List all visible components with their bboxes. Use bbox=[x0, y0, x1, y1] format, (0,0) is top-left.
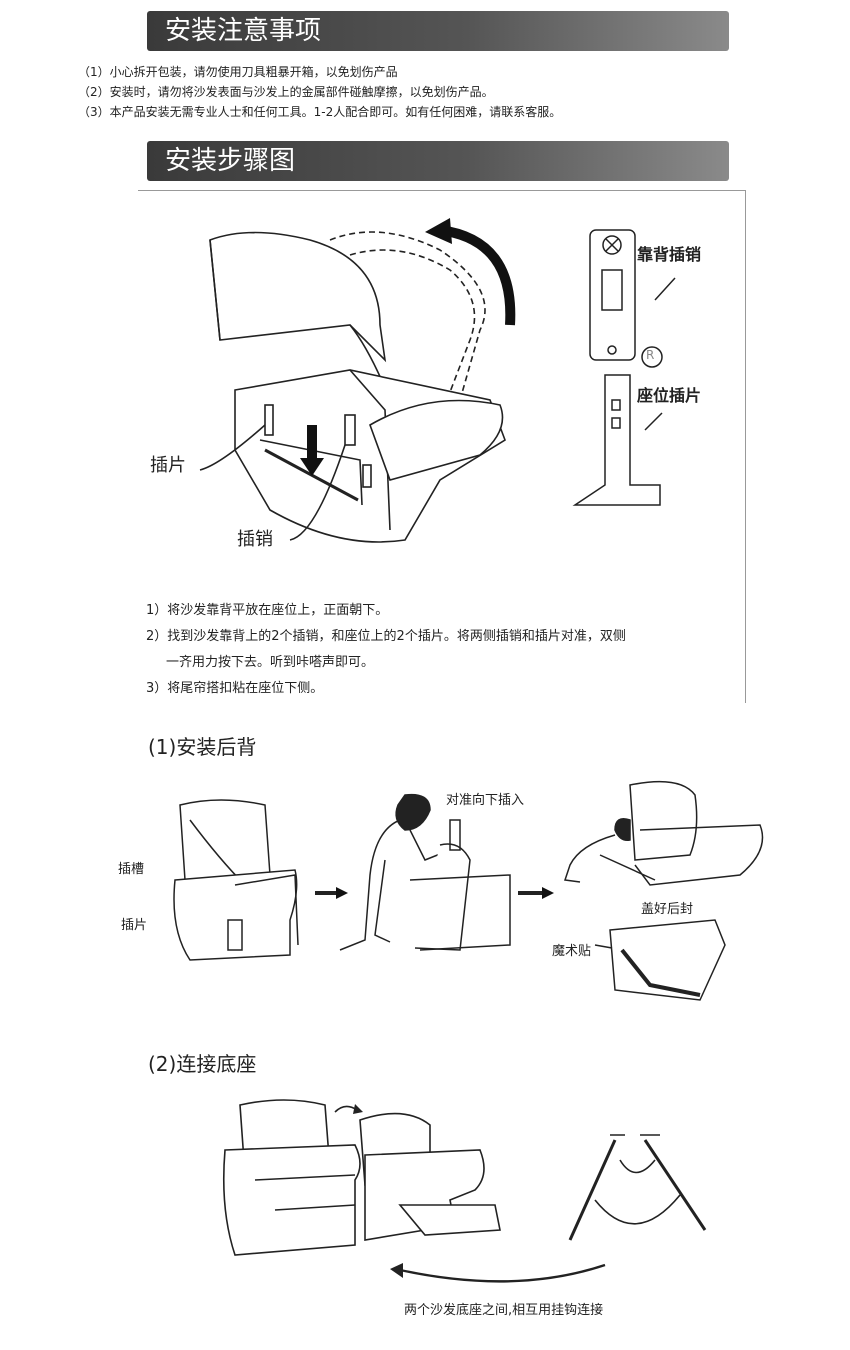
install-back-title: (1)安装后背 bbox=[148, 735, 257, 759]
label-seat-plate: 座位插片 bbox=[637, 386, 702, 405]
sofa-assembly-diagram bbox=[199, 218, 676, 543]
label-insert-pin: 插销 bbox=[237, 529, 273, 550]
connect-base-title: (2)连接底座 bbox=[148, 1052, 257, 1076]
label-cover-seal: 盖好后封 bbox=[641, 902, 694, 917]
note-item-3: （3）本产品安装无需专业人士和任何工具。1-2人配合即可。如有任何困难，请联系客… bbox=[78, 105, 562, 119]
label-plate: 插片 bbox=[121, 918, 148, 933]
install-back-diagram bbox=[173, 780, 764, 1001]
label-insert-plate: 插片 bbox=[150, 455, 186, 476]
note-item-1: （1）小心拆开包装，请勿使用刀具粗暴开箱，以免划伤产品 bbox=[78, 65, 398, 79]
step-1: 1）将沙发靠背平放在座位上，正面朝下。 bbox=[146, 603, 389, 618]
precautions-banner: 安装注意事项 bbox=[147, 11, 729, 51]
steps-list: 1）将沙发靠背平放在座位上，正面朝下。 2）找到沙发靠背上的2个插销，和座位上的… bbox=[146, 598, 626, 702]
label-slot: 插槽 bbox=[118, 862, 145, 877]
connect-base-diagram bbox=[222, 1099, 707, 1283]
step-2-continued: 一齐用力按下去。听到咔嗒声即可。 bbox=[166, 655, 375, 670]
connect-base-caption: 两个沙发底座之间,相互用挂钩连接 bbox=[404, 1303, 604, 1318]
step-2: 2）找到沙发靠背上的2个插销，和座位上的2个插片。将两侧插销和插片对准，双侧 bbox=[146, 629, 626, 644]
label-back-pin: 靠背插销 bbox=[637, 245, 702, 264]
registered-mark: R bbox=[646, 348, 655, 362]
step-3: 3）将尾帘搭扣粘在座位下侧。 bbox=[146, 681, 324, 696]
steps-banner: 安装步骤图 bbox=[147, 141, 729, 181]
precautions-list: （1）小心拆开包装，请勿使用刀具粗暴开箱，以免划伤产品 （2）安装时，请勿将沙发… bbox=[78, 62, 561, 122]
steps-title: 安装步骤图 bbox=[165, 146, 296, 176]
label-velcro: 魔术贴 bbox=[552, 944, 592, 959]
precautions-title: 安装注意事项 bbox=[165, 16, 322, 46]
note-item-2: （2）安装时，请勿将沙发表面与沙发上的金属部件碰触摩擦，以免划伤产品。 bbox=[78, 85, 494, 99]
steps-frame bbox=[138, 190, 746, 703]
label-align-insert: 对准向下插入 bbox=[446, 793, 525, 808]
